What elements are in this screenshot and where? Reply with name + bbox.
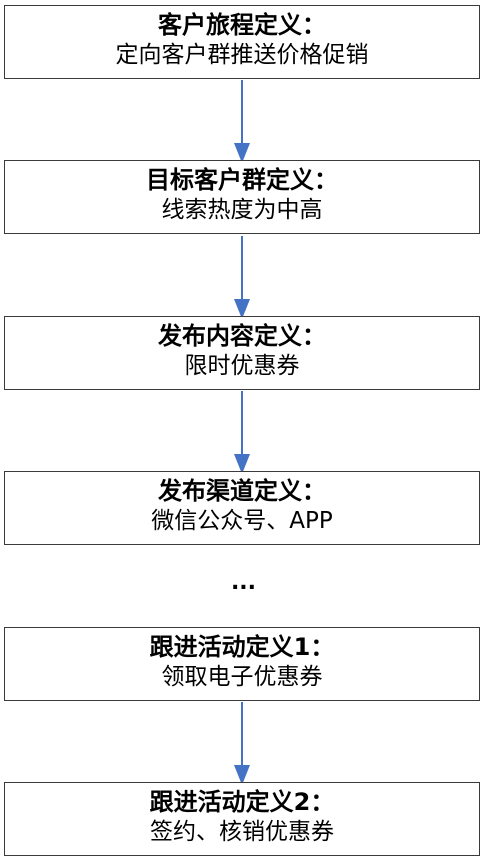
step-desc: 定向客户群推送价格促销: [115, 42, 369, 68]
step-follow-up-2: 跟进活动定义2： 签约、核销优惠券: [4, 782, 480, 856]
step-follow-up-1: 跟进活动定义1： 领取电子优惠券: [4, 627, 480, 701]
step-title: 目标客户群定义：: [146, 166, 338, 194]
step-desc: 签约、核销优惠券: [150, 819, 334, 845]
step-publish-content: 发布内容定义： 限时优惠券: [4, 316, 480, 390]
step-target-customer-group: 目标客户群定义： 线索热度为中高: [4, 160, 480, 234]
step-title: 跟进活动定义2：: [149, 788, 335, 816]
step-title: 跟进活动定义1：: [149, 633, 335, 661]
step-desc: 微信公众号、APP: [151, 508, 333, 534]
step-title: 发布内容定义：: [158, 322, 326, 350]
step-desc: 领取电子优惠券: [161, 664, 323, 690]
step-title: 客户旅程定义：: [158, 11, 326, 39]
step-title: 发布渠道定义：: [158, 477, 326, 505]
step-publish-channel: 发布渠道定义： 微信公众号、APP: [4, 471, 480, 545]
step-customer-journey: 客户旅程定义： 定向客户群推送价格促销: [4, 5, 480, 79]
step-desc: 线索热度为中高: [161, 197, 323, 223]
ellipsis: ...: [230, 570, 257, 595]
step-desc: 限时优惠券: [184, 353, 300, 379]
